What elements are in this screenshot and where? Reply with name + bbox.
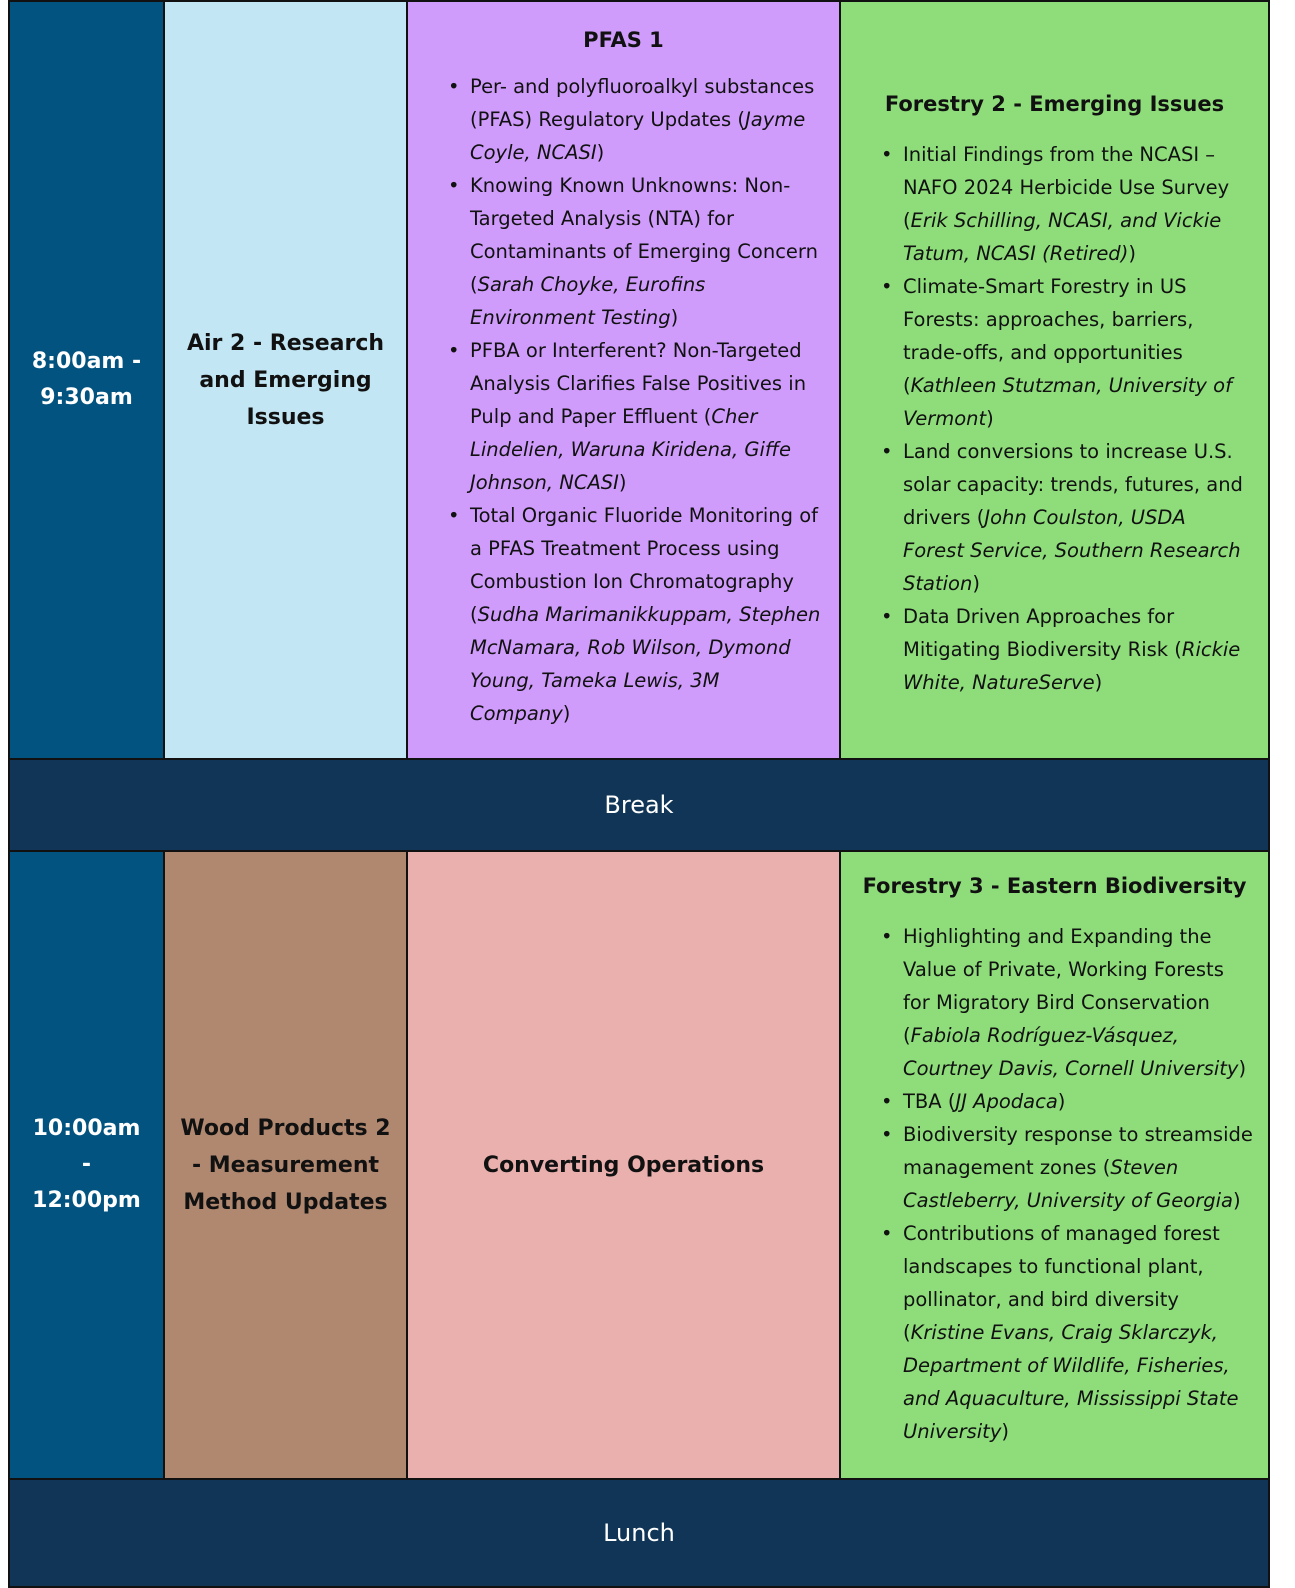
talk-close: ) (986, 407, 994, 430)
session-title: PFAS 1 (583, 28, 664, 52)
track-converting: Converting Operations (408, 852, 841, 1478)
track-title: Converting Operations (482, 1152, 765, 1178)
talk-close: ) (1094, 671, 1103, 694)
session-row-late-morning: 10:00am - 12:00pm Wood Products 2 - Meas… (8, 852, 1270, 1480)
talk-authors: Kristine Evans, Craig Sklarczyk, Departm… (903, 1321, 1239, 1443)
talk-close: ) (1001, 1420, 1009, 1443)
lunch-band: Lunch (8, 1480, 1270, 1588)
break-label: Break (604, 791, 674, 819)
talk-title: Climate-Smart Forestry in US Forests: ap… (903, 275, 1194, 397)
talk-close: ) (596, 141, 605, 164)
talk-title: PFBA or Interferent? Non-Targeted Analys… (470, 339, 807, 428)
talk-list: Initial Findings from the NCASI – NAFO 2… (841, 138, 1268, 699)
talk-authors: Jayme Coyle, NCASI (470, 108, 806, 164)
time-slot: 8:00am - 9:30am (10, 2, 165, 758)
talk-close: ) (1128, 242, 1136, 265)
talk-item: Total Organic Fluoride Monitoring of a P… (448, 499, 821, 730)
talk-close: ) (1238, 1057, 1247, 1080)
session-title: Forestry 3 - Eastern Biodiversity (862, 874, 1247, 898)
talk-title: Initial Findings from the NCASI – NAFO 2… (903, 143, 1230, 232)
talk-close: ) (1232, 1189, 1241, 1212)
schedule-table: 8:00am - 9:30am Air 2 - Research and Eme… (8, 0, 1270, 1588)
track-forestry-2: Forestry 2 - Emerging Issues Initial Fin… (841, 2, 1268, 758)
talk-item: Knowing Known Unknowns: Non-Targeted Ana… (448, 169, 821, 334)
talk-title: TBA ( (903, 1090, 956, 1113)
track-wood-products: Wood Products 2 - Measurement Method Upd… (165, 852, 408, 1478)
session-title: Forestry 2 - Emerging Issues (884, 92, 1225, 116)
talk-authors: Kathleen Stutzman, University of Vermont (903, 374, 1232, 430)
talk-item: Contributions of managed forest landscap… (881, 1217, 1254, 1448)
talk-close: ) (618, 471, 627, 494)
talk-title: Biodiversity response to streamside mana… (903, 1123, 1253, 1179)
talk-authors: Sarah Choyke, Eurofins Environment Testi… (470, 273, 706, 329)
talk-close: ) (670, 306, 679, 329)
talk-close: ) (972, 572, 980, 595)
talk-item: Climate-Smart Forestry in US Forests: ap… (881, 270, 1252, 435)
time-label: 8:00am - 9:30am (31, 349, 142, 410)
track-pfas: PFAS 1 Per- and polyfluoroalkyl substanc… (408, 2, 841, 758)
talk-item: Initial Findings from the NCASI – NAFO 2… (881, 138, 1252, 270)
talk-item: TBA (JJ Apodaca) (881, 1085, 1254, 1118)
session-row-morning: 8:00am - 9:30am Air 2 - Research and Eme… (8, 0, 1270, 760)
talk-authors: John Coulston, USDA Forest Service, Sout… (903, 506, 1241, 595)
lunch-label: Lunch (603, 1519, 675, 1547)
talk-title: Per- and polyfluoroalkyl substances (PFA… (470, 75, 815, 131)
talk-close: ) (1057, 1090, 1066, 1113)
break-band: Break (8, 760, 1270, 852)
talk-authors: Fabiola Rodríguez-Vásquez, Courtney Davi… (903, 1024, 1239, 1080)
talk-authors: Sudha Marimanikkuppam, Stephen McNamara,… (470, 603, 821, 725)
talk-title: Land conversions to increase U.S. solar … (903, 440, 1243, 529)
talk-title: Data Driven Approaches for Mitigating Bi… (903, 605, 1182, 661)
track-air: Air 2 - Research and Emerging Issues (165, 2, 408, 758)
track-title: Wood Products 2 - Measurement Method Upd… (180, 1115, 391, 1215)
talk-item: PFBA or Interferent? Non-Targeted Analys… (448, 334, 821, 499)
talk-close: ) (562, 702, 571, 725)
talk-authors: JJ Apodaca (955, 1090, 1058, 1113)
talk-title: Highlighting and Expanding the Value of … (903, 925, 1224, 1047)
time-slot: 10:00am - 12:00pm (10, 852, 165, 1478)
track-title: Air 2 - Research and Emerging Issues (186, 330, 385, 430)
talk-item: Data Driven Approaches for Mitigating Bi… (881, 600, 1252, 699)
talk-title: Contributions of managed forest landscap… (903, 1222, 1220, 1344)
talk-list: Highlighting and Expanding the Value of … (841, 920, 1268, 1448)
talk-list: Per- and polyfluoroalkyl substances (PFA… (408, 70, 839, 730)
track-forestry-3: Forestry 3 - Eastern Biodiversity Highli… (841, 852, 1268, 1478)
talk-title: Knowing Known Unknowns: Non-Targeted Ana… (470, 174, 818, 296)
time-label: 10:00am - 12:00pm (32, 1116, 141, 1213)
talk-authors: Steven Castleberry, University of Georgi… (903, 1156, 1233, 1212)
talk-item: Biodiversity response to streamside mana… (881, 1118, 1254, 1217)
talk-item: Per- and polyfluoroalkyl substances (PFA… (448, 70, 821, 169)
talk-authors: Rickie White, NatureServe (903, 638, 1241, 694)
talk-authors: Cher Lindelien, Waruna Kiridena, Giffe J… (470, 405, 791, 494)
talk-authors: Erik Schilling, NCASI, and Vickie Tatum,… (903, 209, 1222, 265)
talk-item: Highlighting and Expanding the Value of … (881, 920, 1254, 1085)
talk-item: Land conversions to increase U.S. solar … (881, 435, 1252, 600)
talk-title: Total Organic Fluoride Monitoring of a P… (470, 504, 818, 626)
